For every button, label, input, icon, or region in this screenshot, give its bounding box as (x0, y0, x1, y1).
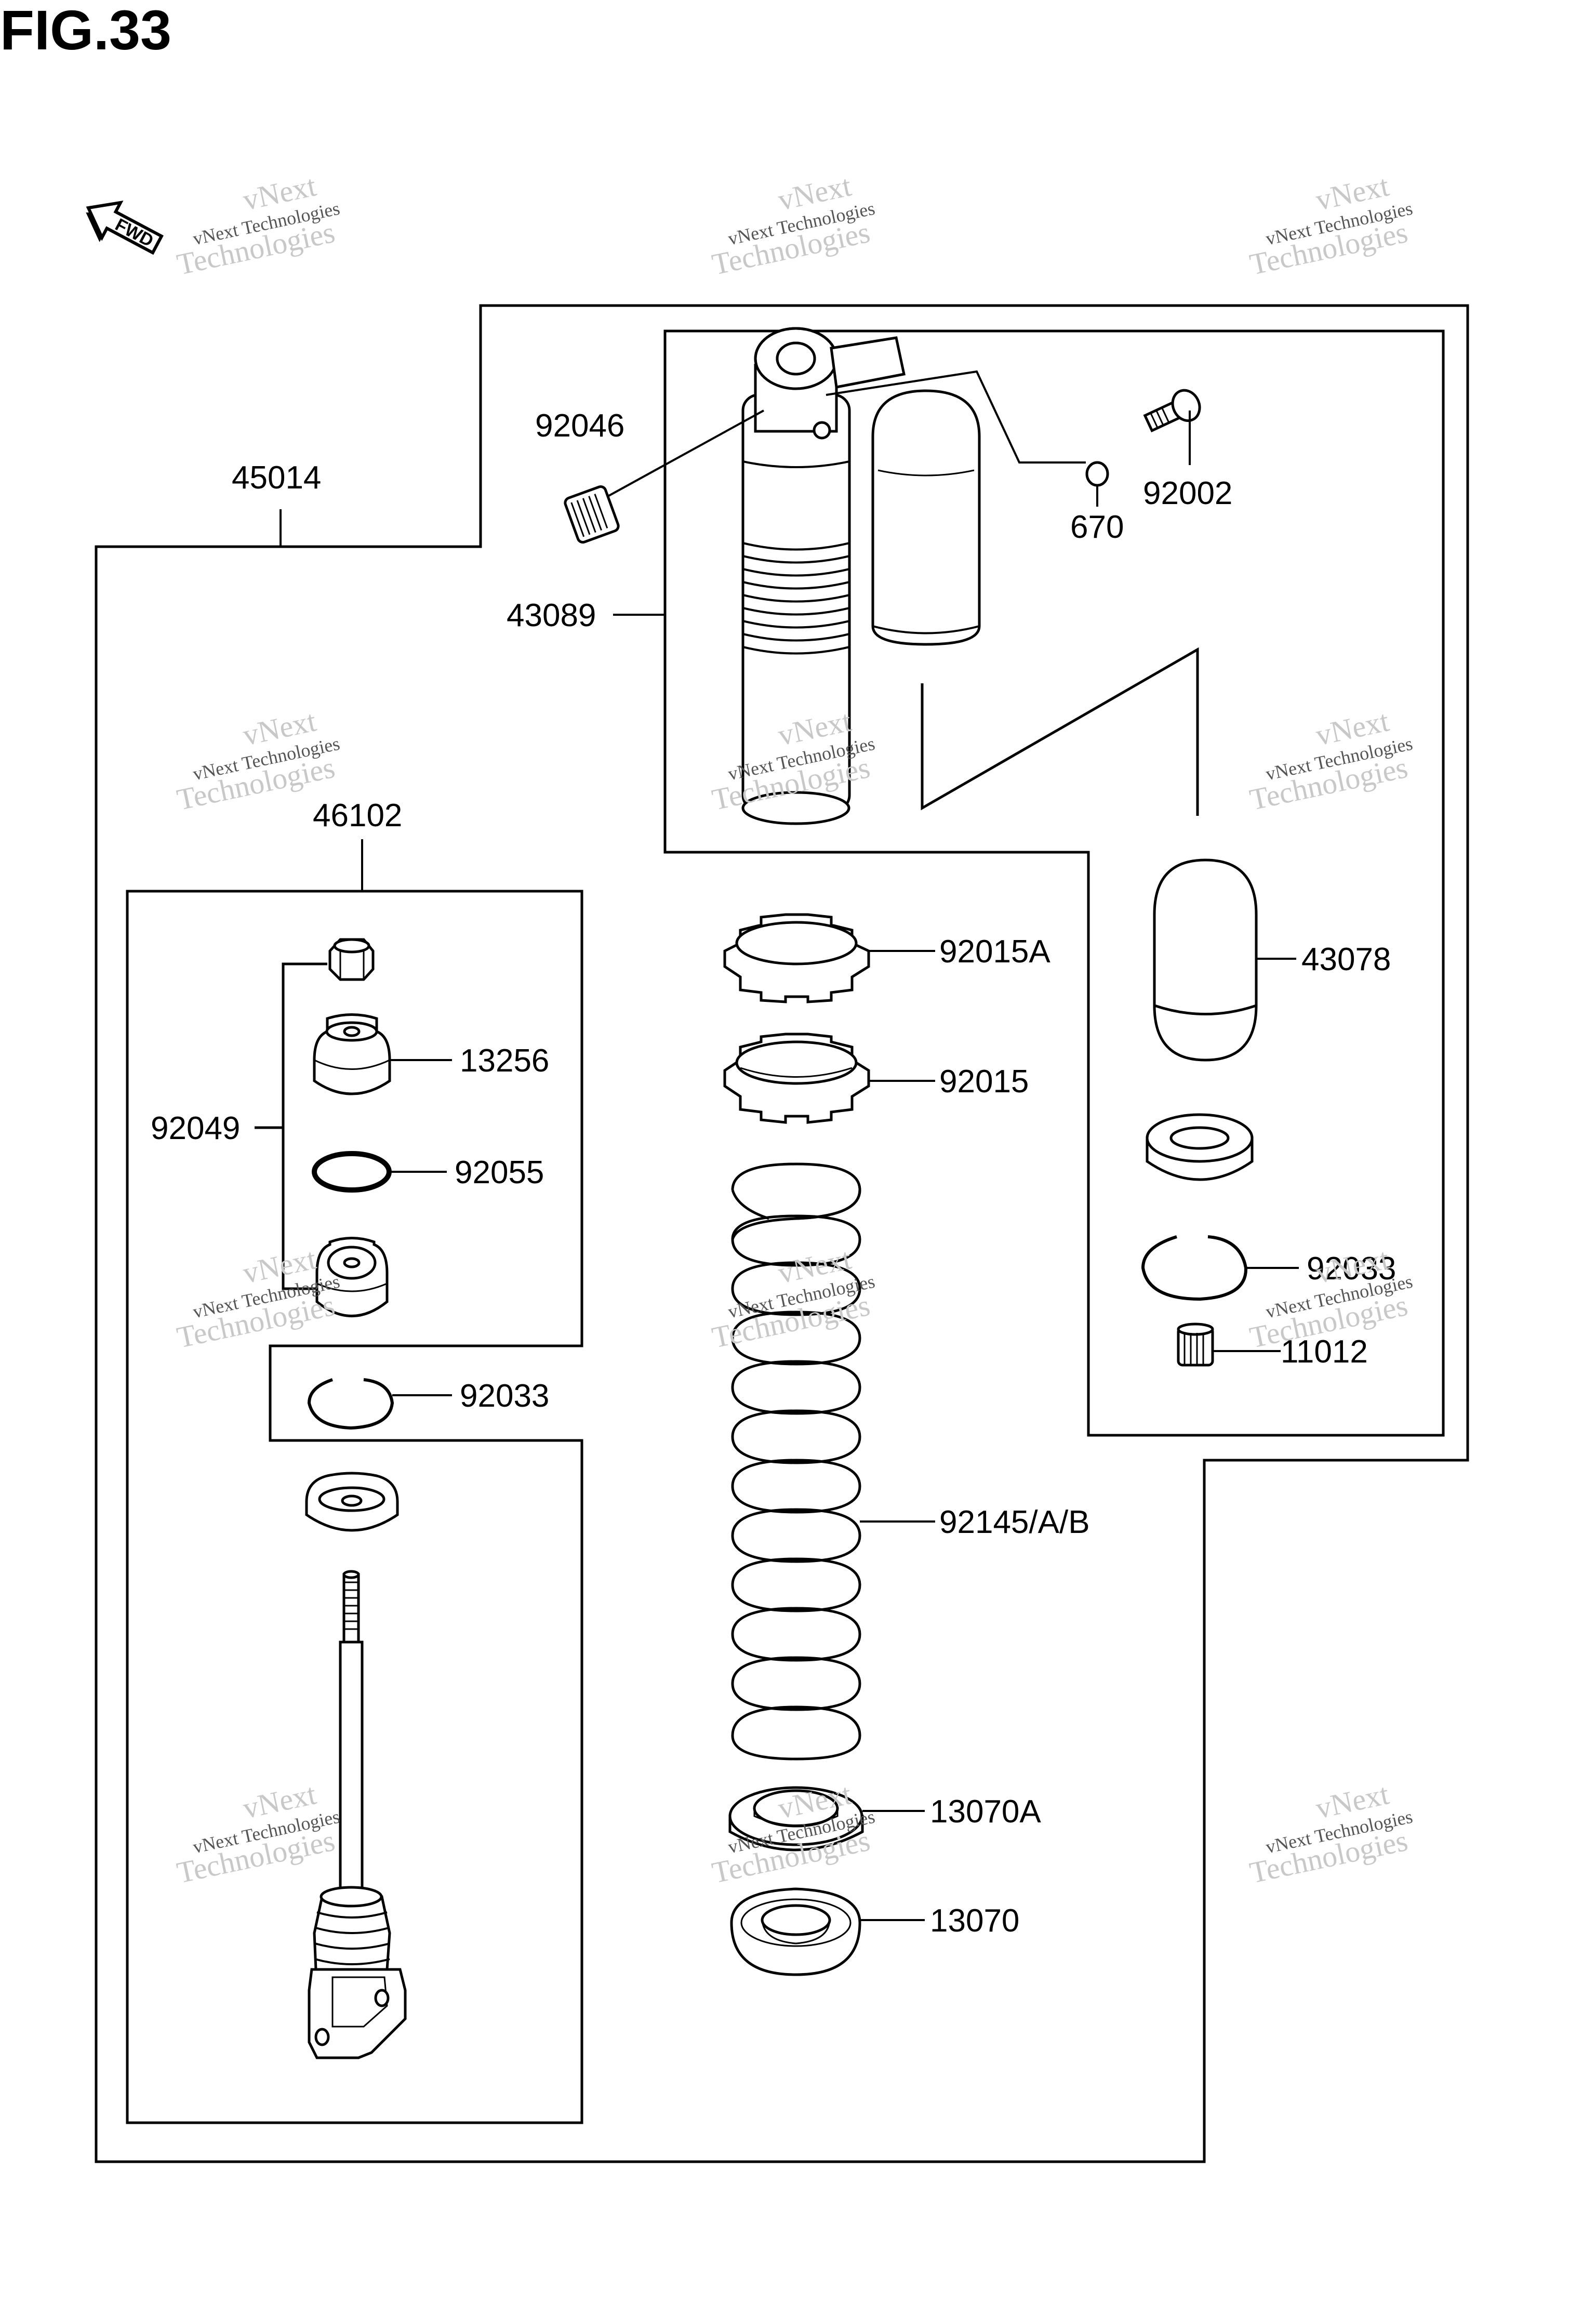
locknut-92015 (723, 1033, 870, 1124)
watermark: vNext vNext Technologies Technologies (174, 168, 342, 281)
assembly-outline-45014 (95, 304, 1469, 2163)
circlip-92033-left (307, 1378, 394, 1430)
watermark: vNext vNext Technologies Technologies (709, 168, 877, 281)
bushing-11012 (1177, 1322, 1214, 1367)
label-92055: 92055 (455, 1155, 544, 1190)
bushing-lower (315, 1237, 389, 1317)
bladder-43078 (1153, 858, 1258, 1062)
watermark: vNext vNext Technologies Technologies (709, 1241, 877, 1354)
nut (328, 938, 375, 981)
watermark: vNext vNext Technologies Technologies (1247, 1777, 1415, 1889)
reservoir-cap (1146, 1113, 1254, 1181)
label-92033-left: 92033 (460, 1378, 549, 1414)
label-670: 670 (1070, 509, 1124, 545)
spring-seat-13070 (730, 1887, 861, 1976)
bearing-92046 (564, 485, 620, 544)
label-11012: 11012 (1281, 1334, 1368, 1370)
o-ring-670 (1085, 461, 1109, 487)
shock-body-43089 (741, 327, 906, 825)
label-13256: 13256 (460, 1043, 549, 1079)
locknut-92015A (723, 913, 870, 1003)
spring-92145 (731, 1162, 861, 1761)
reservoir (871, 389, 981, 646)
watermark: vNext vNext Technologies Technologies (709, 704, 877, 816)
fwd-arrow-icon: FWD (86, 200, 164, 255)
watermark: vNext vNext Technologies Technologies (1247, 168, 1415, 281)
watermark: vNext vNext Technologies Technologies (174, 1777, 342, 1889)
label-92033-right: 92033 (1307, 1251, 1396, 1287)
label-43089: 43089 (507, 598, 596, 633)
label-45014: 45014 (232, 460, 321, 496)
label-43078: 43078 (1301, 942, 1391, 977)
label-13070A: 13070A (930, 1794, 1041, 1830)
assembly-outline-43089 (663, 329, 1445, 1437)
label-92002: 92002 (1143, 475, 1232, 511)
bushing-13256 (313, 1013, 391, 1095)
watermark: vNext vNext Technologies Technologies (709, 1777, 877, 1889)
spring-seat-13070A (728, 1786, 864, 1851)
label-92046: 92046 (535, 408, 624, 444)
circlip-92033-right (1141, 1235, 1248, 1301)
assembly-outline-46102 (126, 890, 583, 2124)
label-46102: 46102 (313, 798, 402, 834)
rod-cap (305, 1472, 399, 1532)
reservoir-leader (921, 647, 1199, 816)
label-92145: 92145/A/B (939, 1504, 1090, 1540)
watermark: vNext vNext Technologies Technologies (1247, 704, 1415, 816)
label-92015A: 92015A (939, 934, 1050, 970)
screw-92002 (1143, 389, 1201, 432)
label-92049: 92049 (151, 1110, 240, 1146)
o-ring-92055 (312, 1151, 392, 1193)
piston-rod (308, 1570, 407, 2059)
label-92015: 92015 (939, 1064, 1029, 1100)
bracket-92049 (282, 962, 327, 1290)
figure-title: FIG.33 (0, 0, 171, 61)
label-13070: 13070 (930, 1903, 1019, 1939)
